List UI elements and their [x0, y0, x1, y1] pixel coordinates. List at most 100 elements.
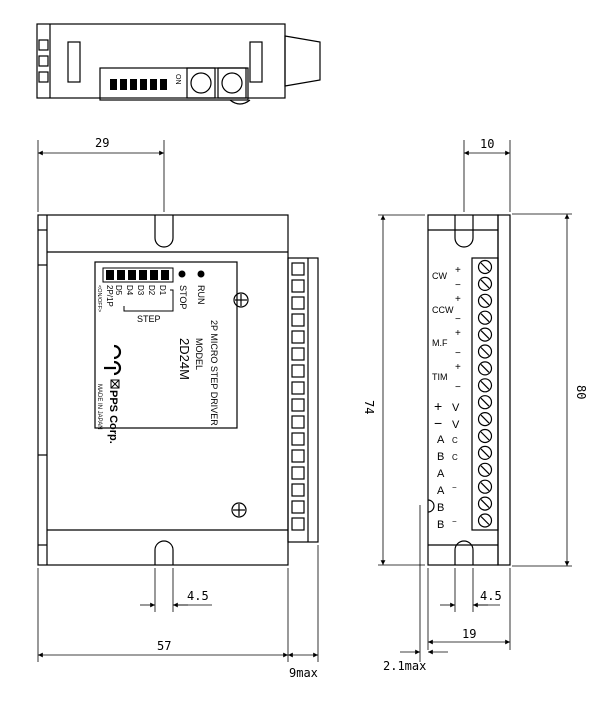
front-dip-switch — [102, 267, 174, 283]
dim-29: 29 — [95, 136, 109, 150]
product-name: 2P MICRO STEP DRIVER — [209, 320, 219, 426]
model-number: 2D24M — [177, 338, 192, 380]
terminal-b-label: B — [437, 502, 444, 514]
terminal-bc-sub: C — [452, 453, 458, 462]
terminal-ccw-minus: − — [455, 314, 461, 325]
dip-label-d2: D2 — [147, 285, 156, 296]
top-view — [36, 23, 321, 105]
dip-label-d3: D3 — [136, 285, 145, 296]
side-slot-bottom — [454, 540, 474, 565]
front-view — [37, 214, 319, 566]
terminal-cw-label: CW — [432, 271, 447, 281]
model-label: MODEL — [194, 338, 204, 370]
dip-label-d4: D4 — [125, 285, 134, 296]
front-terminal-square — [291, 279, 305, 293]
terminal-screw-icon — [477, 378, 493, 393]
front-terminal-square — [291, 262, 305, 276]
dim-2-1max: 2.1max — [383, 659, 426, 673]
terminal-a-minus-label: A — [437, 485, 445, 497]
side-terminal-block — [471, 257, 499, 531]
top-dip-switch — [110, 79, 167, 90]
front-terminal-square — [291, 364, 305, 378]
terminal-pv-sign: + — [434, 398, 442, 414]
terminal-cw-plus: + — [455, 265, 461, 276]
top-on-label: ON — [174, 74, 181, 85]
dip-label-d5: D5 — [114, 285, 123, 296]
terminal-screw-icon — [477, 428, 493, 444]
terminal-mf-label: M.F — [432, 338, 448, 348]
dip-mode-label: 2P/1P — [105, 285, 114, 307]
dimension-lines — [37, 140, 572, 662]
terminal-tim-minus: − — [455, 382, 461, 393]
terminal-mv-label: V — [452, 419, 460, 431]
terminal-a-minus-sub: − — [452, 483, 457, 492]
dim-10: 10 — [480, 137, 494, 151]
front-led-stop-label: STOP — [178, 285, 188, 309]
terminal-screw-icon — [477, 496, 493, 511]
side-terminal-screws — [477, 259, 493, 528]
front-terminal-square — [291, 466, 305, 480]
dim-57: 57 — [157, 639, 171, 653]
top-mount-slot-right — [249, 41, 263, 83]
terminal-ac-label: A — [437, 434, 445, 446]
front-terminal-square — [291, 398, 305, 412]
terminal-screw-icon — [477, 462, 493, 477]
terminal-tim-label: TIM — [432, 372, 448, 382]
terminal-mf-plus: + — [455, 328, 461, 339]
front-led-run-label: RUN — [196, 285, 206, 305]
terminal-screw-icon — [477, 310, 493, 325]
dim-80: 80 — [574, 385, 588, 399]
terminal-screw-icon — [477, 395, 493, 410]
front-mount-hole-top — [233, 292, 249, 308]
terminal-screw-icon — [477, 259, 493, 275]
top-mount-slot-left — [67, 41, 81, 83]
terminal-ac-sub: C — [452, 436, 458, 445]
terminal-screw-icon — [477, 293, 493, 308]
dim-74: 74 — [362, 400, 376, 414]
terminal-labels: CW + − CCW + − M.F + − TIM + − + V − V A… — [432, 265, 461, 531]
terminal-cw-minus: − — [455, 280, 461, 291]
side-view — [427, 214, 511, 566]
side-back-plate — [497, 214, 511, 566]
brand-name: PPS Corp. — [107, 390, 119, 444]
top-terminal-block — [284, 35, 321, 87]
front-slot-bottom — [154, 540, 174, 565]
terminal-screw-icon — [477, 344, 493, 359]
front-terminal-square — [291, 449, 305, 463]
pps-logo-icon — [110, 379, 120, 389]
front-led-stop-dot — [197, 270, 205, 278]
terminal-mf-minus: − — [455, 348, 461, 359]
terminal-screw-icon — [477, 361, 493, 376]
front-terminal-square — [291, 483, 305, 497]
terminal-mv-sign: − — [434, 415, 442, 431]
ce-mark-icon — [104, 344, 122, 376]
terminal-screw-icon — [477, 412, 493, 427]
front-terminal-square — [291, 415, 305, 429]
front-terminal-block — [287, 257, 319, 543]
terminal-bc-label: B — [437, 451, 444, 463]
terminal-screw-icon — [477, 276, 493, 291]
front-slot-top — [154, 215, 174, 248]
front-terminal-square — [291, 313, 305, 327]
terminal-screw-icon — [477, 445, 493, 460]
dim-4-5-side: 4.5 — [480, 589, 502, 603]
made-in-label: MADE IN JAPAN — [96, 384, 102, 430]
front-terminal-square — [291, 500, 305, 514]
terminal-a-label: A — [437, 468, 445, 480]
front-terminal-square — [291, 296, 305, 310]
front-label-plate — [94, 261, 238, 429]
front-terminal-squares — [291, 262, 305, 531]
terminal-pv-label: V — [452, 402, 460, 414]
dip-onoff-label: <ON/OFF> — [96, 285, 102, 312]
front-terminal-square — [291, 517, 305, 531]
front-mount-hole-bottom — [231, 502, 247, 518]
front-terminal-square — [291, 381, 305, 395]
front-label-content: RUN STOP D1 D2 D3 D4 D5 2P/1P <ON/OFF> S… — [96, 267, 219, 444]
terminal-tim-plus: + — [455, 362, 461, 373]
side-slot-top — [454, 215, 474, 248]
terminal-screw-icon — [477, 327, 493, 342]
terminal-b-minus-sub: − — [452, 517, 457, 526]
dip-label-d1: D1 — [158, 285, 167, 296]
top-led-stop — [221, 72, 243, 94]
dimension-texts: 29 4.5 57 9max 74 80 10 4.5 19 2.1max — [95, 136, 588, 680]
